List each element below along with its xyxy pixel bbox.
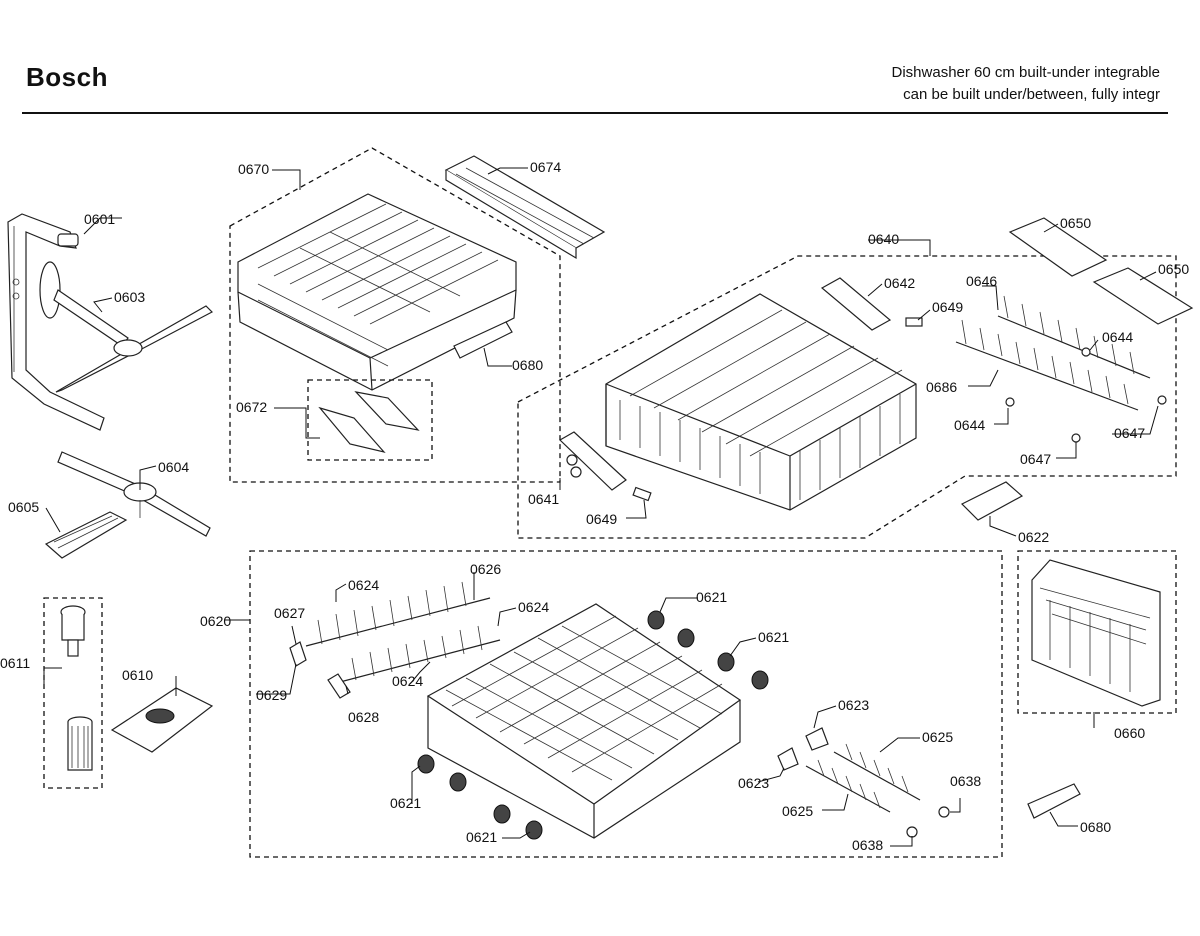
group-outline-upper-basket xyxy=(229,147,561,483)
upper-spray-arm-part xyxy=(39,261,214,393)
clip-0644-a-part xyxy=(1081,347,1091,357)
tine-row-0626-part xyxy=(305,581,501,683)
callout-0622: 0622 xyxy=(1018,529,1049,545)
callout-0604: 0604 xyxy=(158,459,189,475)
lower-spray-arm-part xyxy=(57,451,211,537)
callout-0649-upper: 0649 xyxy=(932,299,963,315)
filter-set-part xyxy=(60,605,93,771)
leader-lines xyxy=(43,167,1159,847)
callout-0603: 0603 xyxy=(114,289,145,305)
group-outline-middle-rack xyxy=(517,255,1177,539)
tine-rows-0625-part xyxy=(805,743,921,813)
callout-0601: 0601 xyxy=(84,211,115,227)
callout-0647-a: 0647 xyxy=(1114,425,1145,441)
clip-0647-b-part xyxy=(1071,433,1081,443)
upper-basket-part xyxy=(237,193,517,391)
diagram-subtitle-line2: can be built under/between, fully integr xyxy=(903,86,1160,103)
callout-0642: 0642 xyxy=(884,275,915,291)
clip-0650-b-part xyxy=(1092,267,1194,325)
callout-0686: 0686 xyxy=(926,379,957,395)
callout-0646: 0646 xyxy=(966,273,997,289)
cutlery-basket-part xyxy=(1031,559,1161,707)
callout-0621-c: 0621 xyxy=(390,795,421,811)
group-outline-lower-basket xyxy=(249,550,1003,858)
holder-0623-b-part xyxy=(777,747,799,771)
fine-filter-plate-part xyxy=(110,687,214,753)
callout-0672: 0672 xyxy=(236,399,267,415)
callout-0620: 0620 xyxy=(200,613,231,629)
callout-0625-a: 0625 xyxy=(922,729,953,745)
callout-0649-lower: 0649 xyxy=(586,511,617,527)
clip-0638-b-part xyxy=(906,826,918,838)
callout-0623-b: 0623 xyxy=(738,775,769,791)
wheel-set-0621-part xyxy=(417,610,769,840)
callout-0629: 0629 xyxy=(256,687,287,703)
callout-0650-a: 0650 xyxy=(1060,215,1091,231)
diagram-subtitle-line1: Dishwasher 60 cm built-under integrable xyxy=(891,64,1160,81)
stop-0649-upper-part xyxy=(905,317,923,327)
cutlery-tray-part xyxy=(444,155,606,260)
rack-adjuster-0641-part xyxy=(559,431,627,491)
clip-0644-b-part xyxy=(1005,397,1015,407)
header-rule xyxy=(22,112,1168,114)
callout-0624-a: 0624 xyxy=(348,577,379,593)
callout-0621-b: 0621 xyxy=(758,629,789,645)
callout-0638-a: 0638 xyxy=(950,773,981,789)
callout-0621-d: 0621 xyxy=(466,829,497,845)
callout-0680-upper: 0680 xyxy=(512,357,543,373)
tine-row-0686-part xyxy=(997,295,1151,379)
callout-0644-a: 0644 xyxy=(1102,329,1133,345)
callout-0650-b: 0650 xyxy=(1158,261,1189,277)
callout-0624-b: 0624 xyxy=(518,599,549,615)
group-outline-cutlery-basket xyxy=(1017,550,1177,714)
callout-0638-b: 0638 xyxy=(852,837,883,853)
callout-0660: 0660 xyxy=(1114,725,1145,741)
clip-0647-a-part xyxy=(1157,395,1167,405)
callout-0641: 0641 xyxy=(528,491,559,507)
callout-0611: 0611 xyxy=(0,655,30,671)
holder-0623-a-part xyxy=(805,727,829,751)
handle-0680-part xyxy=(1027,783,1081,819)
callout-0680-lower: 0680 xyxy=(1080,819,1111,835)
group-outline-0672 xyxy=(307,379,433,461)
group-outline-0611 xyxy=(43,597,103,789)
callout-0624-c: 0624 xyxy=(392,673,423,689)
callout-0628: 0628 xyxy=(348,709,379,725)
callout-0625-b: 0625 xyxy=(782,803,813,819)
tine-row-0646-part xyxy=(955,319,1139,411)
holder-0628-part xyxy=(327,673,351,699)
rail-set-part xyxy=(318,391,420,454)
handle-0622-part xyxy=(960,481,1024,521)
clip-0638-a-part xyxy=(938,806,950,818)
lower-basket-part xyxy=(426,603,742,839)
callout-0627: 0627 xyxy=(274,605,305,621)
spray-supply-pipe-part xyxy=(7,213,105,431)
callout-0621-a: 0621 xyxy=(696,589,727,605)
rack-adjuster-0642-part xyxy=(820,277,892,331)
callout-0674: 0674 xyxy=(530,159,561,175)
spray-arm-cover-part xyxy=(44,511,128,559)
stop-0649-lower-part xyxy=(632,486,652,502)
callout-0626: 0626 xyxy=(470,561,501,577)
brand-title: Bosch xyxy=(26,62,108,92)
callout-0670: 0670 xyxy=(238,161,269,177)
basket-handle-part xyxy=(453,321,513,359)
callout-0610: 0610 xyxy=(122,667,153,683)
callout-0605: 0605 xyxy=(8,499,39,515)
callout-0644-b: 0644 xyxy=(954,417,985,433)
callout-0623-a: 0623 xyxy=(838,697,869,713)
holder-0627-part xyxy=(289,641,307,667)
clip-0650-a-part xyxy=(1008,217,1108,277)
middle-rack-part xyxy=(605,293,917,511)
callout-0640: 0640 xyxy=(868,231,899,247)
callout-0647-b: 0647 xyxy=(1020,451,1051,467)
